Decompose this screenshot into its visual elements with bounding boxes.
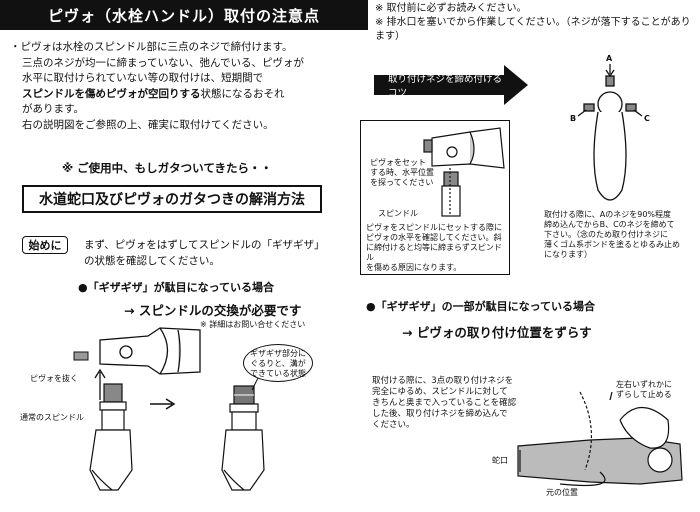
tip-caption-line: に締付けると均等に締まらずスピンドル	[366, 243, 502, 262]
case2-body-line: した後、取り付けネジを締め込んで	[372, 409, 508, 419]
case2-body-line: ください。	[372, 420, 415, 430]
spindle-drawing-normal	[89, 383, 133, 491]
case2-body-line: 完全にゆるめ、スピンドルに対して	[372, 387, 508, 397]
solution-title: 水道蛇口及びピヴォのガタつきの解消方法	[22, 185, 322, 213]
label-normal-spindle: 通常のスピンドル	[20, 413, 84, 422]
tip-panel	[360, 120, 510, 275]
case1-action: → スピンドルの交換が必要です	[124, 303, 302, 318]
intro-line: ・ピヴォは水栓のスピンドル部に三点のネジで締付けます。	[10, 41, 293, 53]
original-position-label: 元の位置	[546, 488, 578, 497]
intro-warning-bold: スピンドルを傷めピヴォが空回りする	[22, 87, 201, 100]
tip-spindle-label: スピンドル	[378, 209, 418, 218]
bubble-line: ぐるりと、溝が	[250, 359, 306, 368]
shift-label: 左右いずれかに ずらして止める	[616, 380, 672, 400]
spindle-drawing-worn	[221, 385, 265, 491]
intro-line: 三点のネジが均一に締まっていない、弛んでいる、ピヴォが	[22, 56, 305, 69]
first-badge: 始めに	[22, 236, 68, 254]
tip-set-label: ピヴォをセット する時、水平位置 を探ってください	[370, 158, 434, 188]
intro-paragraph: ・ピヴォは水栓のスピンドル部に三点のネジで締付けます。 三点のネジが均一に締まっ…	[10, 40, 350, 133]
tip-right-line: 取付ける際に、Aのネジを90%程度	[544, 210, 672, 219]
page-title: ピヴォ（水栓ハンドル）取付の注意点	[0, 0, 368, 30]
bubble-worn-state: ギザギザ部分に ぐるりと、溝が できている状態	[243, 344, 313, 382]
screw-drawing	[73, 351, 89, 361]
case2-action: → ピヴォの取り付け位置をずらす	[402, 325, 592, 340]
tip-arrow-label: 取り付けネジを締め付けるコツ	[374, 74, 504, 99]
arrow-up	[94, 368, 106, 400]
bubble-line: ギザギザ部分に	[250, 349, 306, 358]
tip-set-line: する時、水平位置	[370, 168, 434, 177]
first-line-1: まず、ピヴォをはずしてスピンドルの「ギザギザ」	[84, 239, 325, 251]
pivo-handle-drawing	[99, 327, 201, 375]
screw-a-label: A	[606, 54, 613, 63]
case2-body-line: 取付ける際に、3点の取り付けネジを	[372, 376, 514, 386]
case1-detail: ※ 詳細はお問い合せください	[200, 320, 306, 329]
intro-line: 状態になるおそれ	[200, 87, 285, 100]
tip-right-line: 下さい。（念のため取り付けネジに	[544, 230, 668, 239]
tip-right-text: 取付ける際に、Aのネジを90%程度 締め込んでからB、Cのネジを締めて 下さい。…	[544, 210, 694, 260]
tip-caption-line: を傷める原因になります。	[366, 263, 462, 272]
faucet-label: 蛇口	[492, 456, 508, 465]
tip-set-line: ピヴォをセット	[370, 158, 426, 167]
screw-c-label: C	[644, 114, 650, 123]
intro-line: があります。	[22, 103, 84, 115]
tip-caption-line: ピヴォの水平を確認してください。斜	[366, 233, 502, 242]
first-line-2: の状態を確認してください。	[84, 255, 220, 267]
usage-note: ※ ご使用中、もしガタついてきたら・・	[62, 161, 272, 175]
tip-caption: ピヴォをスピンドルにセットする際に ピヴォの水平を確認してください。斜 に締付け…	[366, 223, 508, 273]
shift-label-line: ずらして止める	[616, 390, 672, 399]
bubble-line: できている状態	[250, 369, 306, 378]
arrow-right	[150, 398, 176, 410]
tip-right-line: 薄くゴム系ボンドを塗るとゆるみ止め	[544, 240, 680, 249]
tip-set-line: を探ってください	[370, 178, 434, 187]
note-drain: ※ 排水口を塞いでから作業してください。（ネジが落下することがあります）	[375, 17, 691, 42]
case2-body: 取付ける際に、3点の取り付けネジを 完全にゆるめ、スピンドルに対して きちんと奥…	[372, 376, 572, 431]
tip-right-line: になります）	[544, 250, 592, 259]
tip-right-line: 締め込んでからB、Cのネジを締めて	[544, 220, 675, 229]
case1-heading: ●「ギザギザ」が駄目になっている場合	[78, 281, 275, 294]
tip-arrow-head	[504, 65, 528, 105]
case2-body-line: きちんと奥まで入っていることを確認	[372, 398, 517, 408]
case2-heading: ●「ギザギザ」の一部が駄目になっている場合	[366, 300, 596, 313]
label-remove-pivo: ピヴォを抜く	[30, 374, 78, 383]
screw-b-label: B	[570, 114, 577, 123]
note-read-first: ※ 取付前に必ずお読みください。	[375, 3, 527, 14]
intro-line: 右の説明図をご参照の上、確実に取付けてください。	[22, 118, 274, 131]
tip-caption-line: ピヴォをスピンドルにセットする際に	[366, 223, 502, 232]
shift-label-line: 左右いずれかに	[616, 380, 672, 389]
intro-line: 水平に取付けられていない等の取付けは、短期間で	[22, 72, 264, 84]
